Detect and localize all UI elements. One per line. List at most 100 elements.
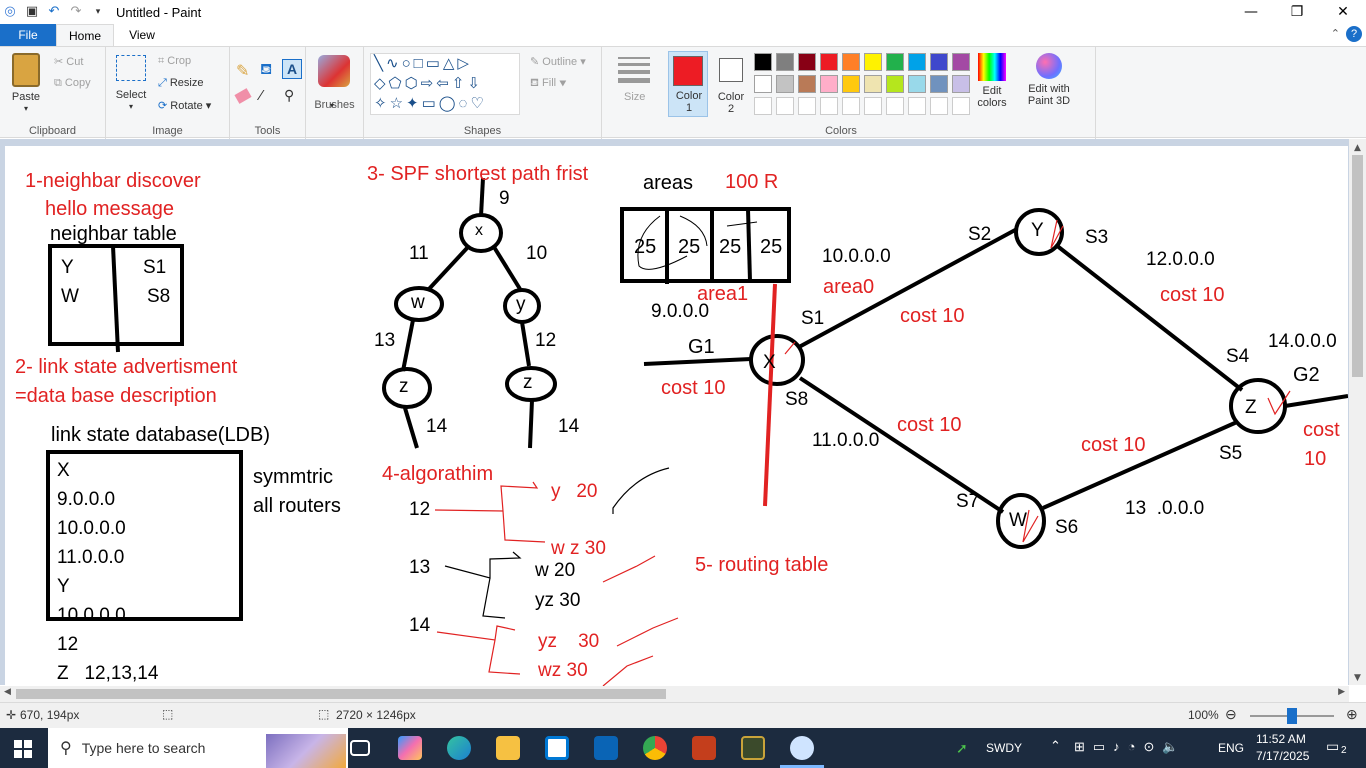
palette-swatch[interactable]	[930, 75, 948, 93]
zoom-in-icon[interactable]: ⊕	[1346, 706, 1358, 722]
palette-swatch[interactable]	[820, 75, 838, 93]
app-icon[interactable]	[741, 736, 765, 760]
microsoft-store-icon[interactable]	[545, 736, 569, 760]
redo-icon[interactable]: ↷	[70, 4, 82, 19]
shapes-gallery[interactable]: ╲∿○□▭△▷◇⬠⬡⇨⇦⇧⇩✧☆✦▭◯◌♡	[370, 53, 520, 115]
custom-color-slot[interactable]	[820, 97, 838, 115]
resize-button[interactable]: ⤢ Resize	[158, 77, 203, 90]
select-button[interactable]: Select ▾	[112, 55, 150, 113]
palette-swatch[interactable]	[952, 53, 970, 71]
cut-button[interactable]: ✂ Cut	[54, 55, 83, 68]
maximize-button[interactable]: ❐	[1290, 4, 1304, 20]
color1-button[interactable]: Color 1	[668, 51, 708, 117]
palette-swatch[interactable]	[754, 75, 772, 93]
horizontal-scrollbar[interactable]: ◀ ▶	[0, 686, 1349, 702]
custom-color-slot[interactable]	[864, 97, 882, 115]
clock-time[interactable]: 11:52 AM	[1256, 732, 1306, 746]
edit-paint3d-button[interactable]: Edit with Paint 3D	[1022, 53, 1076, 107]
palette-swatch[interactable]	[886, 53, 904, 71]
tab-home[interactable]: Home	[56, 24, 114, 46]
collapse-ribbon-icon[interactable]: ⌃	[1330, 28, 1340, 40]
palette-swatch[interactable]	[864, 53, 882, 71]
palette-swatch[interactable]	[776, 53, 794, 71]
windows-start-icon[interactable]	[14, 740, 32, 758]
file-explorer-icon[interactable]	[496, 736, 520, 760]
magnifier-icon[interactable]: ⚲	[284, 87, 295, 103]
palette-swatch[interactable]	[842, 75, 860, 93]
taskbar-search[interactable]: ⚲ Type here to search	[48, 728, 348, 768]
vertical-scroll-thumb[interactable]	[1352, 155, 1363, 377]
edit-colors-button[interactable]: Edit colors	[974, 53, 1010, 109]
save-icon[interactable]: ▣	[25, 4, 39, 19]
copy-button[interactable]: ⧉ Copy	[54, 77, 91, 90]
paint-taskbar-icon[interactable]	[790, 736, 814, 760]
outline-button[interactable]: ✎ Outline ▾	[530, 56, 586, 68]
task-view-icon[interactable]	[350, 740, 370, 756]
rotate-button[interactable]: ⟳ Rotate ▾	[158, 100, 212, 112]
tab-file[interactable]: File	[0, 24, 56, 46]
palette-swatch[interactable]	[798, 75, 816, 93]
copilot-icon[interactable]	[398, 736, 422, 760]
drawing-canvas[interactable]: 1-neighbar discover hello message neighb…	[5, 146, 1348, 686]
palette-swatch[interactable]	[930, 53, 948, 71]
custom-color-slot[interactable]	[798, 97, 816, 115]
paint-app-icon[interactable]: ◎	[4, 4, 16, 19]
color2-button[interactable]: Color 2	[712, 51, 750, 115]
brushes-group[interactable]: Brushes ▾	[306, 47, 364, 139]
custom-color-slot[interactable]	[930, 97, 948, 115]
chrome-icon[interactable]	[643, 736, 667, 760]
palette-swatch[interactable]	[908, 53, 926, 71]
status-bar: ✛ 670, 194px ⬚ ⬚ 2720 × 1246px 100% ⊖ ⊕	[0, 702, 1366, 728]
scroll-up-icon[interactable]: ▲	[1354, 143, 1361, 153]
notification-icon[interactable]: ▭	[1326, 738, 1340, 754]
outlook-icon[interactable]	[594, 736, 618, 760]
scroll-right-icon[interactable]: ▶	[1338, 687, 1345, 697]
pencil-icon[interactable]: ✎	[236, 63, 250, 80]
palette-swatch[interactable]	[820, 53, 838, 71]
palette-swatch[interactable]	[864, 75, 882, 93]
palette-swatch[interactable]	[798, 53, 816, 71]
customize-dropdown-icon[interactable]: ▾	[95, 7, 101, 17]
clock-date[interactable]: 7/17/2025	[1256, 749, 1310, 763]
palette-swatch[interactable]	[908, 75, 926, 93]
palette-swatch[interactable]	[952, 75, 970, 93]
palette-swatch[interactable]	[754, 53, 772, 71]
horizontal-scroll-thumb[interactable]	[16, 689, 666, 699]
palette-swatch[interactable]	[886, 75, 904, 93]
palette-swatch[interactable]	[842, 53, 860, 71]
algo-y-20: y 20	[551, 481, 598, 502]
fill-button[interactable]: ⛾ Fill ▾	[530, 77, 567, 89]
close-button[interactable]: ✕	[1337, 4, 1349, 20]
language-indicator[interactable]: ENG	[1218, 741, 1245, 755]
fill-bucket-icon[interactable]: ⛾	[260, 61, 273, 78]
color-picker-icon[interactable]: ⁄	[260, 87, 263, 104]
help-icon[interactable]: ?	[1346, 26, 1362, 42]
edge-icon[interactable]	[447, 736, 471, 760]
vertical-scrollbar[interactable]: ▲ ▼	[1349, 139, 1366, 685]
custom-color-slot[interactable]	[776, 97, 794, 115]
size-group[interactable]: Size	[602, 47, 666, 139]
minimize-button[interactable]: —	[1244, 4, 1258, 20]
scroll-down-icon[interactable]: ▼	[1354, 673, 1361, 683]
paste-button[interactable]: Paste ▾	[6, 53, 46, 115]
tab-view[interactable]: View	[129, 28, 155, 42]
custom-color-slot[interactable]	[754, 97, 772, 115]
zoom-slider-thumb[interactable]	[1287, 708, 1297, 724]
zoom-out-icon[interactable]: ⊖	[1225, 706, 1237, 722]
custom-color-slot[interactable]	[908, 97, 926, 115]
crop-button[interactable]: ⌗ Crop	[158, 55, 191, 68]
undo-icon[interactable]: ↶	[48, 4, 60, 19]
custom-color-slot[interactable]	[842, 97, 860, 115]
area-cell: 25	[760, 236, 783, 258]
tray-chevron-icon[interactable]: ⌃	[1050, 738, 1061, 753]
palette-swatch[interactable]	[776, 75, 794, 93]
scissors-icon: ✂	[54, 56, 67, 68]
custom-color-slot[interactable]	[886, 97, 904, 115]
eraser-icon[interactable]	[234, 88, 252, 104]
scroll-left-icon[interactable]: ◀	[4, 687, 11, 697]
tray-app-icon[interactable]: ➚	[956, 740, 968, 756]
text-icon[interactable]: A	[282, 59, 302, 79]
custom-color-slot[interactable]	[952, 97, 970, 115]
tray-icons[interactable]: ⊞▭♪◔⊙🔈	[1074, 739, 1187, 754]
powerpoint-icon[interactable]	[692, 736, 716, 760]
